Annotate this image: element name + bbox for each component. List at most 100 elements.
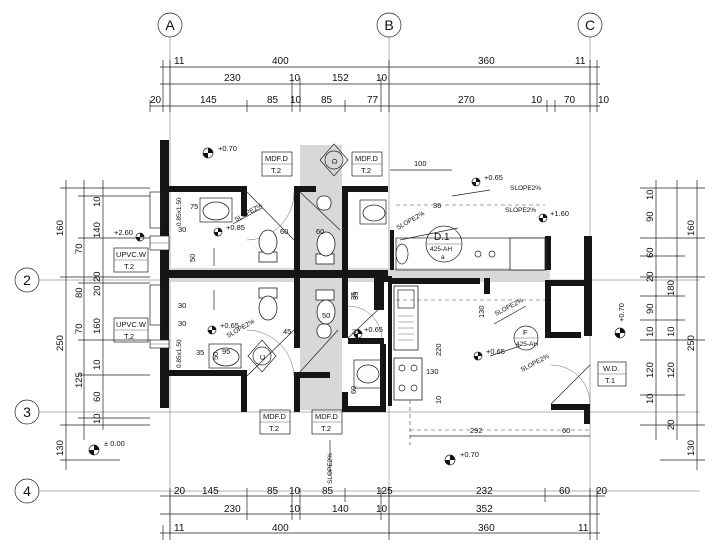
dim-right-inner-3: 60 [645,247,656,258]
wash-basin-icon [362,204,386,222]
level-text: +0.65 [484,173,503,182]
tag-line-1: MDF.D [263,412,286,421]
level-text: +1.60 [550,209,569,218]
int-dim-30c: 30 [178,301,186,310]
dim-top-r3-10: 10 [598,95,610,106]
dim-top-r3-6: 77 [367,95,379,106]
level-marker: +0.70 [202,144,237,159]
dim-bot-r2-4: 10 [376,504,388,515]
left-dimension-texts: 160 250 130 10 140 70 20 80 20 160 70 10… [55,196,103,456]
dim-top-r3-3: 85 [267,95,279,106]
tag-mdf-top-mid: MDF.D T.2 [351,151,383,177]
tag-upvc-top: UPVC.W T.2 [113,247,149,273]
urinal-icon [316,195,332,211]
tag-line-1: MDF.D [355,154,378,163]
slope-label: SLOPE2% [505,207,536,214]
slope-label: SLOPE2% [520,353,551,374]
tag-mdf-top-left: MDF.D T.2 [261,151,293,177]
tag-line-2: T.1 [605,376,615,385]
int-dim-50a: 50 [188,254,197,262]
dim-left-inner-11: 60 [92,391,103,402]
int-dim-35a: 35 [196,348,204,357]
dim-right-outer-2: 180 [666,280,677,296]
dim-right-inner-6: 10 [645,326,656,337]
tag-line-2: T.2 [269,424,279,433]
left-dimension-lines [60,180,150,470]
int-dim-36: 36 [433,201,441,210]
level-marker: +0.65 [353,325,383,339]
kitchen-sink-icon [393,285,419,351]
dim-left-inner-5: 80 [74,287,85,298]
dim-right-inner-4: 20 [645,271,656,282]
dim-bot-r1-8: 60 [559,486,571,497]
level-text: +0.70 [218,144,237,153]
dim-bot-r1-4: 10 [289,486,301,497]
tag-c: C [247,339,277,373]
level-text: +0.65 [220,321,239,330]
tag-line-2: T.2 [361,166,371,175]
toilet-icon [315,231,336,265]
dim-bot-r1-5: 85 [322,486,334,497]
dim-bot-r1-3: 85 [267,486,279,497]
dim-bot-r1-9: 20 [596,486,608,497]
grid-label-2: 2 [23,272,31,288]
tag-line-1: UPVC.W [116,250,147,259]
int-dim-75: 75 [190,202,198,211]
top-dimension-texts: 11 400 360 11 230 10 152 10 20 145 85 10… [150,56,610,106]
int-dim-35b: 35 [351,292,360,300]
level-marker: +0.65 [471,173,503,187]
slope-arrows [232,189,527,476]
tag-wd: W.D. T.1 [597,361,627,387]
dim-top-r1-3: 360 [478,56,495,67]
int-dim-50c: 50 [211,352,220,360]
dim-top-r3-5: 85 [321,95,333,106]
int-dim-95: 95 [222,347,230,356]
dim-bot-r3-2: 400 [272,523,289,534]
dim-right-inner-8: 120 [645,362,656,378]
grid-axis-lines [39,37,700,535]
dim-left-inner-1: 10 [92,196,103,207]
int-dim-130a: 130 [477,305,486,318]
dim-top-r2-4: 10 [376,73,388,84]
dim-left-outer-2: 250 [55,335,66,351]
dim-left-outer-3: 130 [55,440,66,456]
fixtures [199,195,547,401]
dim-bot-r2-2: 10 [289,504,301,515]
tag-mdf-bot-mid: MDF.D T.2 [311,409,343,435]
tag-letter: C [258,354,267,360]
dim-left-inner-4: 20 [92,271,103,282]
dashed-guides [396,204,590,445]
int-dim-10: 10 [434,396,443,404]
level-marker: +0.70 [614,303,626,339]
walls [160,140,592,424]
grid-column-bubbles: A B C [157,12,603,38]
grid-label-b: B [384,17,393,33]
dim-right-inner-11: 20 [666,419,677,430]
dim-top-r1-1: 11 [174,56,185,67]
tag-upvc-bot: UPVC.W T.2 [113,317,149,343]
int-dim-window-bot: 0.85x1.50 [176,339,183,368]
dim-left-outer-1: 160 [55,220,66,236]
grid-label-a: A [165,17,175,33]
tag-line-2: T.2 [271,166,281,175]
right-dimension-lines [640,180,705,470]
tag-line-2: T.2 [124,332,134,341]
wash-basin-icon [356,364,380,384]
windows [149,191,170,349]
int-dim-100: 100 [414,159,427,168]
dim-bot-r3-1: 11 [174,523,185,534]
urinal-icon [316,323,332,339]
interior-dimensions: 100 75 30 60 60 50 50 30 30 35 45 35 36 … [176,159,590,437]
level-marker: +0.70 [444,450,479,466]
bottom-dimension-lines [160,488,605,540]
tag-line-1: F [523,328,528,337]
dim-bot-r1-6: 125 [376,486,393,497]
schedule-tags: MDF.D T.2 MDF.D T.2 MDF.D T.2 MDF.D T.2 … [113,143,627,435]
int-dim-130b: 130 [426,367,439,376]
tag-f: F 425-AH [513,325,539,351]
dim-left-inner-9: 10 [92,359,103,370]
int-dim-292: 292 [470,426,483,435]
grid-label-4: 4 [23,483,31,499]
tag-d: D [319,143,349,177]
dim-top-r3-7: 270 [458,95,475,106]
